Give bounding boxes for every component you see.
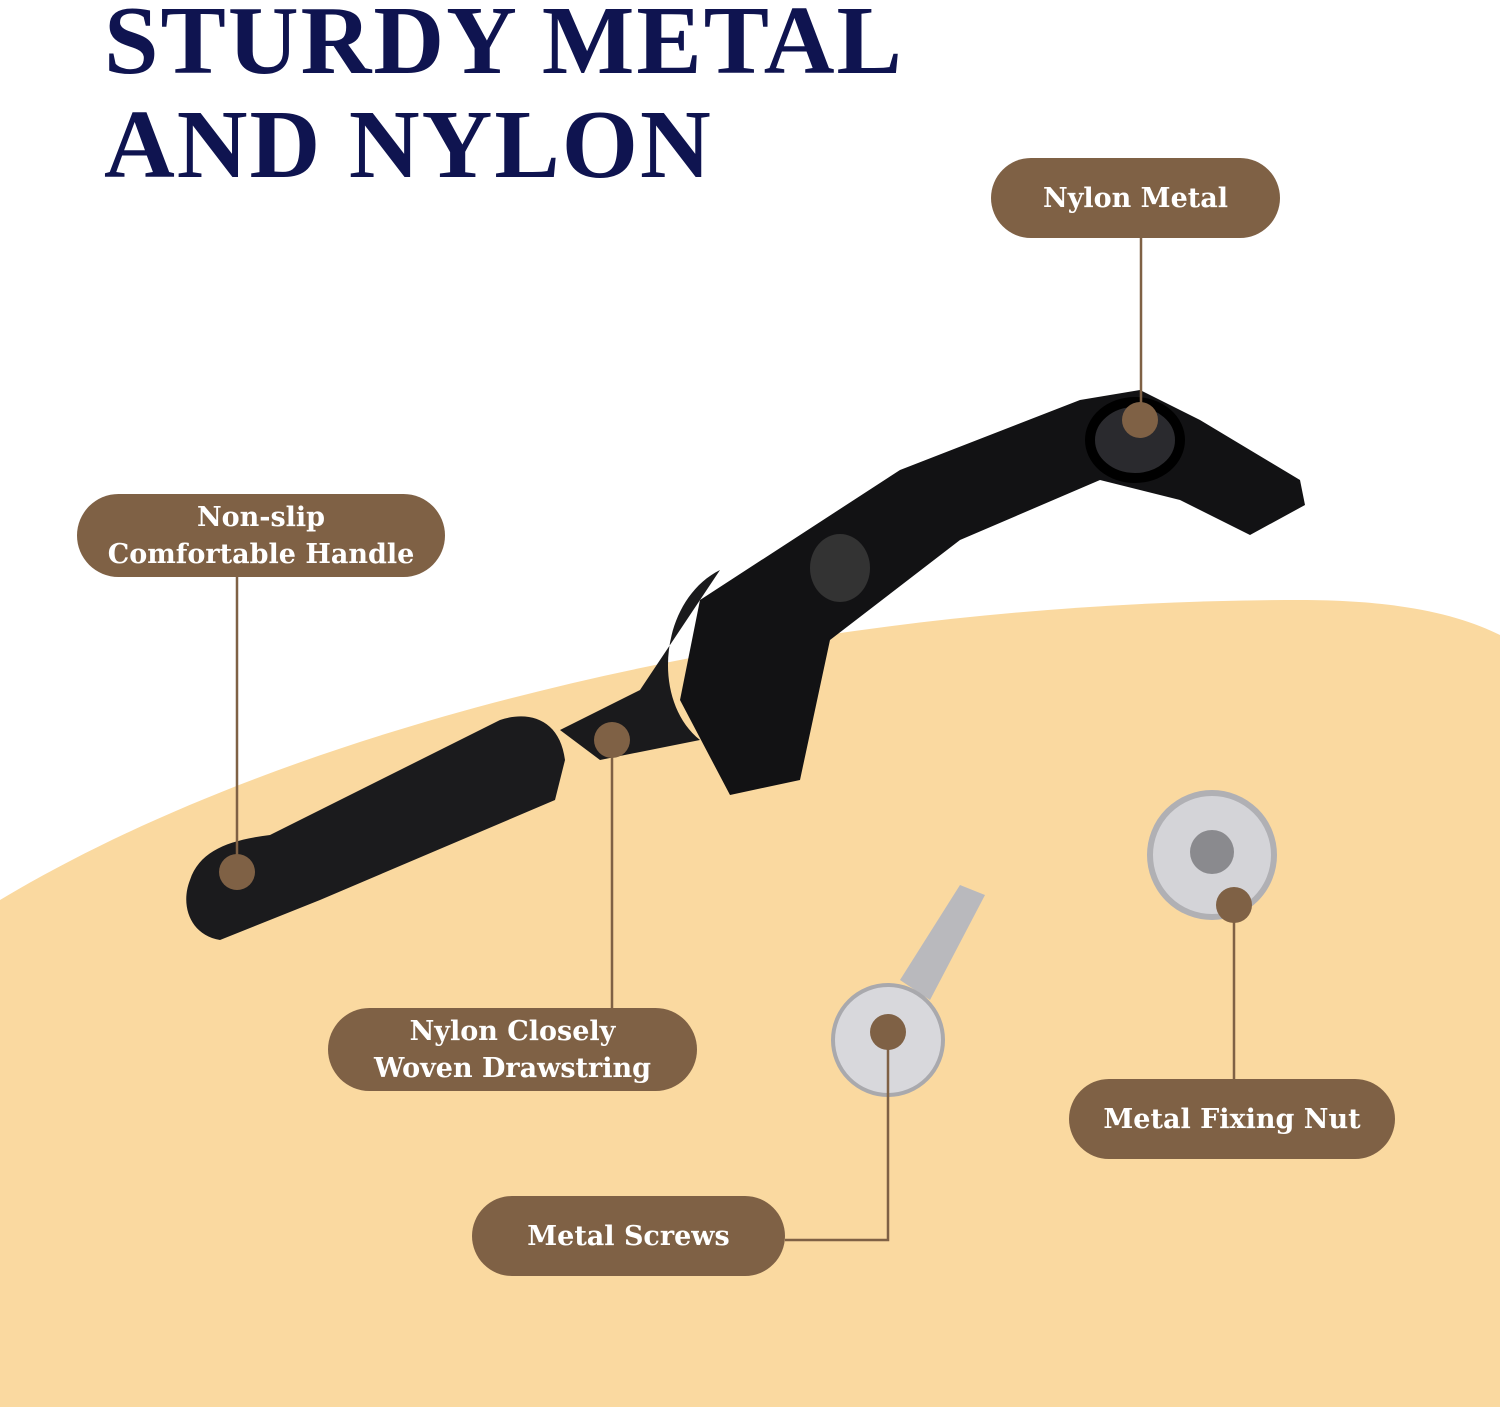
title-line-2: AND NYLON — [104, 91, 713, 199]
metal-nut — [1147, 790, 1277, 920]
zipper-pull — [186, 390, 1305, 940]
callout-label: Woven Drawstring — [373, 1052, 652, 1084]
callout-dots — [219, 402, 1252, 1050]
callout-label: Comfortable Handle — [107, 538, 415, 570]
callout-label: Metal Screws — [527, 1220, 730, 1252]
callout-nut: Metal Fixing Nut — [1069, 1079, 1395, 1159]
callout-label: Nylon Closely — [409, 1015, 616, 1047]
callout-lines — [235, 238, 1236, 1242]
callout-label: Metal Fixing Nut — [1103, 1103, 1361, 1135]
callout-label: Non-slip — [196, 501, 326, 533]
callout-nylon-metal: Nylon Metal — [991, 158, 1280, 238]
callout-drawstring: Nylon Closely Woven Drawstring — [328, 1008, 697, 1091]
callout-screws: Metal Screws — [472, 1196, 785, 1276]
callout-handle: Non-slip Comfortable Handle — [77, 494, 445, 577]
callout-label: Nylon Metal — [1043, 182, 1228, 214]
title-line-1: STURDY METAL — [104, 0, 904, 95]
